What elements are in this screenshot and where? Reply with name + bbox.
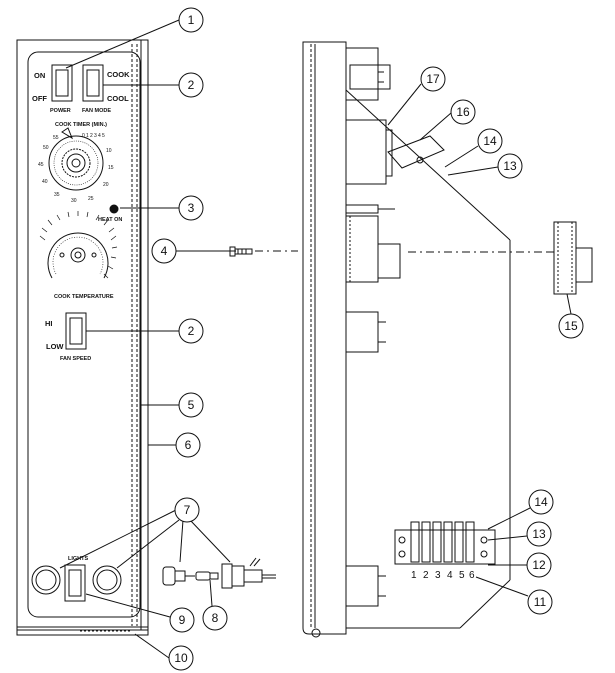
callout-5: 5 — [178, 392, 204, 418]
callout-leaders — [59, 19, 572, 659]
on-label: ON — [34, 71, 45, 80]
timer-mark-2: 2 — [90, 133, 93, 139]
callout-14-bottom-number: 14 — [534, 495, 548, 509]
power-label: POWER — [50, 108, 71, 114]
timer-mark-5: 5 — [102, 133, 105, 139]
timer-mark-4: 4 — [98, 133, 101, 139]
side-lights-switch — [345, 565, 386, 607]
timer-mark-15: 15 — [108, 165, 114, 171]
terminal-number-3: 3 — [435, 570, 441, 581]
callout-14-top: 14 — [477, 128, 503, 154]
terminal-number-6: 6 — [469, 570, 475, 581]
terminal-number-2: 2 — [423, 570, 429, 581]
callout-6-number: 6 — [185, 438, 192, 452]
callout-9: 9 — [169, 607, 195, 633]
timer-mark-35: 35 — [54, 192, 60, 198]
callout-2-top: 2 — [178, 72, 204, 98]
callout-7: 7 — [174, 497, 200, 523]
callout-2-top-number: 2 — [188, 78, 195, 92]
fan-mode-switch — [82, 64, 104, 102]
fan-mode-label: FAN MODE — [82, 108, 111, 114]
callout-11-number: 11 — [534, 595, 547, 609]
cook-temperature-dial — [39, 211, 118, 279]
callout-2-middle-number: 2 — [188, 324, 195, 338]
callout-12: 12 — [526, 552, 552, 578]
power-switch — [51, 64, 73, 102]
timer-mark-25: 25 — [88, 196, 94, 202]
timer-title: COOK TIMER (MIN.) — [55, 122, 107, 128]
cook-timer-dial — [48, 127, 104, 191]
heat-light-bracket — [387, 135, 445, 169]
callout-9-number: 9 — [179, 613, 186, 627]
fan-speed-switch — [65, 312, 87, 350]
terminal-number-1: 1 — [411, 570, 417, 581]
callout-2-middle: 2 — [178, 318, 204, 344]
timer-motor — [345, 119, 393, 185]
right-light-lens — [92, 565, 122, 595]
heat-on-indicator-light — [109, 204, 119, 214]
timer-mark-45: 45 — [38, 162, 44, 168]
timer-mark-1: 1 — [86, 133, 89, 139]
timer-mark-55: 55 — [53, 135, 59, 141]
lights-switch — [64, 564, 86, 602]
timer-mark-3: 3 — [94, 133, 97, 139]
callout-5-number: 5 — [188, 398, 195, 412]
callout-4-number: 4 — [161, 244, 168, 258]
light-lens-exploded — [162, 566, 195, 586]
callout-13-bottom: 13 — [526, 521, 552, 547]
timer-mark-30: 30 — [71, 198, 77, 204]
timer-mark-0: 0 — [82, 133, 85, 139]
callout-8: 8 — [202, 605, 228, 631]
callout-15-number: 15 — [564, 319, 578, 333]
callout-1: 1 — [178, 7, 204, 33]
cook-label: COOK — [107, 70, 130, 79]
timer-mark-10: 10 — [106, 148, 112, 154]
callout-1-number: 1 — [188, 13, 195, 27]
callout-12-number: 12 — [532, 558, 546, 572]
cool-label: COOL — [107, 94, 129, 103]
timer-mark-50: 50 — [43, 145, 49, 151]
terminal-block — [394, 521, 496, 565]
side-panel — [302, 41, 511, 638]
callout-3-number: 3 — [188, 201, 195, 215]
callout-17: 17 — [420, 66, 446, 92]
callout-16-number: 16 — [456, 105, 470, 119]
callout-3: 3 — [178, 195, 204, 221]
temp-title: COOK TEMPERATURE — [54, 294, 114, 300]
off-label: OFF — [32, 94, 47, 103]
callout-13-top: 13 — [497, 153, 523, 179]
low-label: LOW — [46, 342, 64, 351]
timer-mark-40: 40 — [42, 179, 48, 185]
callout-16: 16 — [450, 99, 476, 125]
side-fan-speed-switch — [345, 311, 386, 353]
fan-speed-label: FAN SPEED — [60, 356, 91, 362]
callout-17-number: 17 — [426, 72, 440, 86]
callout-6: 6 — [175, 432, 201, 458]
callout-8-number: 8 — [212, 611, 219, 625]
terminal-number-4: 4 — [447, 570, 453, 581]
callout-13-bottom-number: 13 — [532, 527, 546, 541]
callout-11: 11 — [527, 589, 553, 615]
light-socket — [221, 557, 276, 589]
callout-10-number: 10 — [174, 651, 188, 665]
callout-15: 15 — [558, 313, 584, 339]
heat-on-label: HEAT ON — [98, 217, 122, 223]
callout-14-bottom: 14 — [528, 489, 554, 515]
side-power-switch — [345, 47, 391, 101]
callout-10: 10 — [168, 645, 194, 671]
callout-7-number: 7 — [184, 503, 191, 517]
screw — [229, 246, 253, 257]
hi-label: HI — [45, 319, 53, 328]
callout-13-top-number: 13 — [503, 159, 517, 173]
callout-14-top-number: 14 — [483, 134, 497, 148]
terminal-number-5: 5 — [459, 570, 465, 581]
callout-4: 4 — [151, 238, 177, 264]
left-light-lens — [31, 565, 61, 595]
light-bulb — [195, 571, 219, 581]
relay-exploded — [548, 221, 593, 295]
thermostat-side — [345, 204, 401, 283]
timer-mark-20: 20 — [103, 182, 109, 188]
